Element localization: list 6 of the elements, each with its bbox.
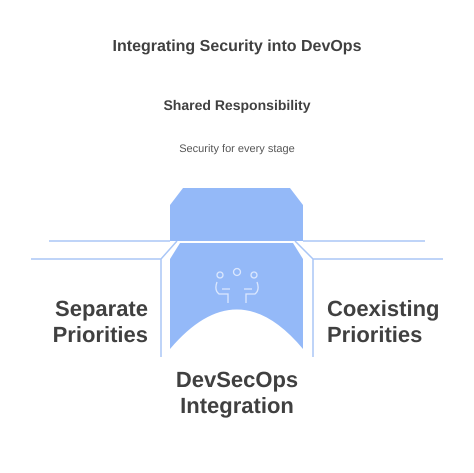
description: Security for every stage [178,143,296,157]
stage-label: Separate Priorities [52,296,148,349]
heading: Shared Responsibility [162,97,312,114]
diagram-title: Integrating Security into DevOps [112,38,362,56]
stage-label: Coexisting Priorities [327,296,440,349]
stage-label: DevSecOps Integration [174,367,300,420]
